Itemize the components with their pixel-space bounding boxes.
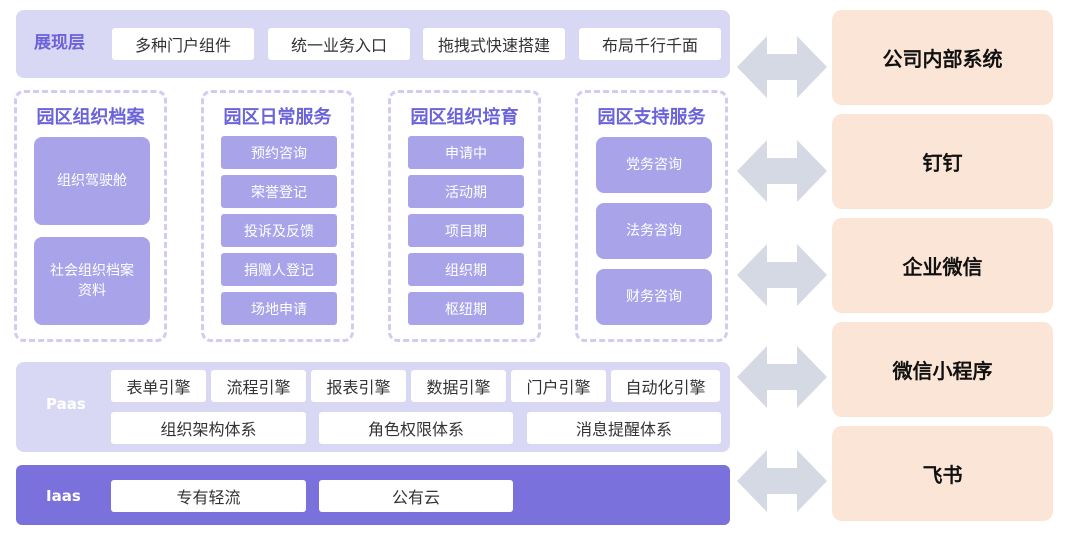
integration-dingtalk: 钉钉 xyxy=(832,114,1053,209)
layout-tag: 布局千行千面 xyxy=(579,28,721,60)
integration-feishu: 飞书 xyxy=(832,426,1053,521)
engine-tag: 报表引擎 xyxy=(311,370,406,402)
group-title: 园区日常服务 xyxy=(223,107,332,128)
iaas-label: Iaas xyxy=(46,487,81,505)
system-tag: 组织架构体系 xyxy=(111,412,306,444)
unified-entry-tag: 统一业务入口 xyxy=(268,28,410,60)
drag-build-tag: 拖拽式快速搭建 xyxy=(423,28,565,60)
service-item: 荣誉登记 xyxy=(221,175,337,208)
group-title: 园区组织档案 xyxy=(36,107,145,128)
paas-label: Paas xyxy=(46,395,86,413)
social-org-archive-card: 社会组织档案资料 xyxy=(34,237,150,325)
group-org-incubation: 园区组织培育 xyxy=(388,90,541,342)
service-item: 捐赠人登记 xyxy=(221,253,337,286)
bidirectional-arrow-icon xyxy=(737,346,827,408)
service-item: 场地申请 xyxy=(221,292,337,325)
group-daily-service: 园区日常服务 xyxy=(201,90,354,342)
finance-consult-card: 财务咨询 xyxy=(596,269,712,325)
system-tag: 消息提醒体系 xyxy=(527,412,721,444)
stage-item: 枢纽期 xyxy=(408,292,524,325)
party-consult-card: 党务咨询 xyxy=(596,137,712,193)
portal-components-tag: 多种门户组件 xyxy=(112,28,254,60)
stage-item: 组织期 xyxy=(408,253,524,286)
iaas-item: 专有轻流 xyxy=(111,480,306,512)
bidirectional-arrow-icon xyxy=(737,140,827,202)
engine-tag: 数据引擎 xyxy=(411,370,506,402)
iaas-item: 公有云 xyxy=(319,480,513,512)
group-support-service: 园区支持服务 xyxy=(575,90,728,342)
service-item: 投诉及反馈 xyxy=(221,214,337,247)
org-cockpit-card: 组织驾驶舱 xyxy=(34,137,150,225)
engine-tag: 自动化引擎 xyxy=(611,370,720,402)
stage-item: 活动期 xyxy=(408,175,524,208)
integration-internal-system: 公司内部系统 xyxy=(832,10,1053,105)
integration-wechat-miniprogram: 微信小程序 xyxy=(832,322,1053,417)
legal-consult-card: 法务咨询 xyxy=(596,203,712,259)
integration-wecom: 企业微信 xyxy=(832,218,1053,313)
group-org-archive: 园区组织档案 xyxy=(14,90,167,342)
engine-tag: 流程引擎 xyxy=(211,370,306,402)
bidirectional-arrow-icon xyxy=(737,450,827,512)
presentation-layer-title: 展现层 xyxy=(34,33,85,53)
engine-tag: 门户引擎 xyxy=(511,370,606,402)
group-title: 园区组织培育 xyxy=(410,107,519,128)
group-title: 园区支持服务 xyxy=(597,107,706,128)
stage-item: 申请中 xyxy=(408,136,524,169)
bidirectional-arrow-icon xyxy=(737,244,827,306)
bidirectional-arrow-icon xyxy=(737,36,827,98)
engine-tag: 表单引擎 xyxy=(111,370,206,402)
system-tag: 角色权限体系 xyxy=(319,412,513,444)
service-item: 预约咨询 xyxy=(221,136,337,169)
stage-item: 项目期 xyxy=(408,214,524,247)
